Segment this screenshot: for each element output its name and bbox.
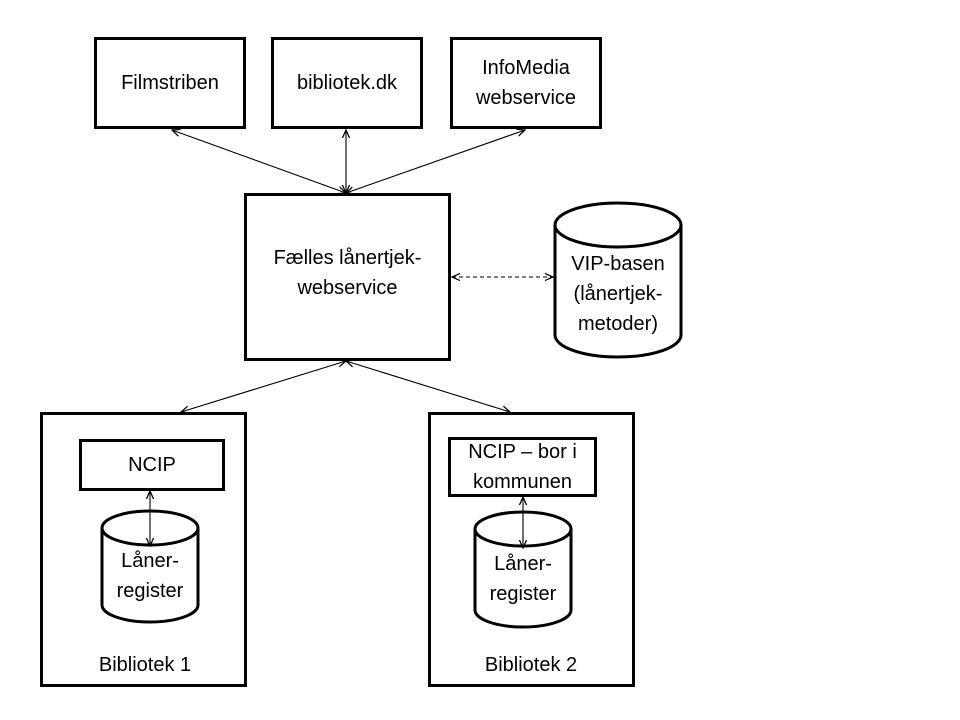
- faelles-webservice-label: Fælles lånertjek- webservice: [273, 247, 422, 299]
- edge-faelles-filmstriben: [172, 130, 346, 193]
- ncip-1-box: [79, 439, 225, 491]
- edge-faelles-bibliotek1: [181, 361, 346, 412]
- filmstriben-label: Filmstriben: [121, 72, 219, 94]
- vip-database-cylinder: [553, 201, 683, 359]
- bibliotek-dk-label: bibliotek.dk: [296, 72, 398, 94]
- laaner-register-cylinder-2: [473, 510, 573, 629]
- faelles-webservice-box: [244, 193, 451, 361]
- ncip-2-box: [448, 437, 597, 497]
- ncip-2-label: NCIP – bor i kommunen: [468, 441, 577, 493]
- infomedia-box: [450, 37, 602, 129]
- bibliotek-dk-box: [271, 37, 423, 129]
- ncip-1-label: NCIP: [128, 454, 176, 476]
- bibliotek-2-label: Bibliotek 2: [484, 654, 578, 676]
- bibliotek-1-label: Bibliotek 1: [98, 654, 192, 676]
- edge-faelles-bibliotek2: [346, 361, 510, 412]
- laaner-register-2-label: Låner- register: [489, 553, 557, 605]
- filmstriben-box: [94, 37, 246, 129]
- edge-faelles-infomedia: [346, 130, 525, 193]
- bibliotek-1-group: [40, 412, 247, 687]
- bibliotek-2-group: [428, 412, 635, 687]
- infomedia-label: InfoMedia webservice: [475, 57, 577, 109]
- laaner-register-1-label: Låner- register: [116, 550, 184, 602]
- vip-database-label: VIP-basen (lånertjek- metoder): [571, 253, 665, 335]
